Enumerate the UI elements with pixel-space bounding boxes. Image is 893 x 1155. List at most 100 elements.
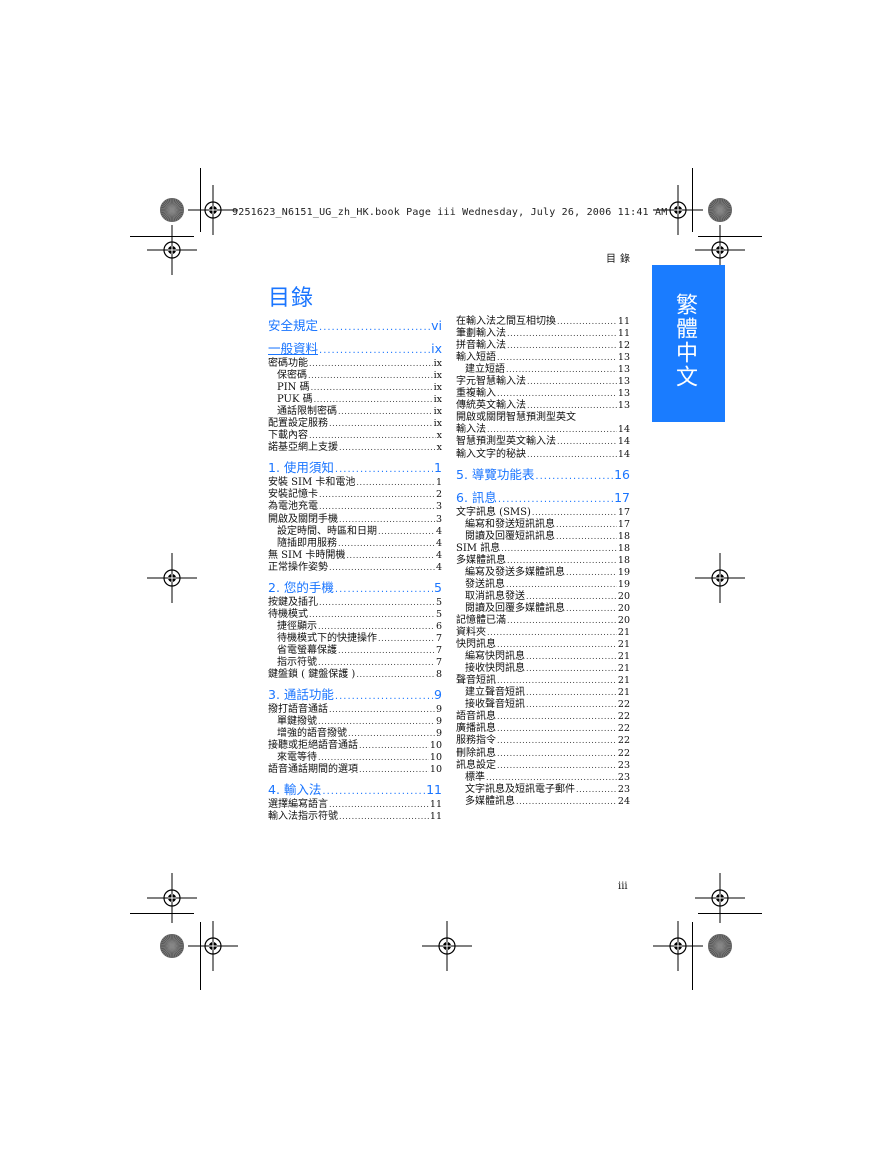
print-info-line: 9251623_N6151_UG_zh_HK.book Page iii Wed… [232, 207, 668, 218]
toc-chapter-link[interactable]: 安全規定vi [268, 316, 442, 335]
toc-entry-link[interactable]: 字元智慧輸入法13 [456, 376, 630, 388]
toc-dot-leader [329, 418, 433, 430]
toc-entry-link[interactable]: 通話限制密碼ix [268, 406, 442, 418]
toc-dot-leader [506, 364, 617, 376]
toc-entry-link[interactable]: 重複輸入13 [456, 388, 630, 400]
toc-page-number: 13 [617, 352, 630, 364]
toc-entry-link[interactable]: 編寫及發送多媒體訊息19 [456, 567, 630, 579]
crop-line [698, 913, 762, 914]
toc-entry-link[interactable]: 在輸入法之間互相切換11 [456, 316, 630, 328]
toc-entry-link[interactable]: 接收快閃訊息21 [456, 663, 630, 675]
toc-entry-link[interactable]: 閱讀及回覆短訊訊息18 [456, 531, 630, 543]
toc-entry-link[interactable]: 鍵盤鎖 ( 鍵盤保護 )8 [268, 669, 442, 681]
toc-entry-link[interactable]: 密碼功能ix [268, 358, 442, 370]
toc-entry-link[interactable]: PIN 碼ix [268, 382, 442, 394]
toc-chapter-link[interactable]: 6. 訊息17 [456, 484, 630, 507]
toc-entry-label: 標準 [465, 771, 485, 783]
toc-entry-link[interactable]: 無 SIM 卡時開機4 [268, 550, 442, 562]
toc-entry-link[interactable]: 接聽或拒絕語音通話10 [268, 740, 442, 752]
toc-entry-link[interactable]: 保密碼ix [268, 370, 442, 382]
toc-entry-link[interactable]: 待機模式5 [268, 609, 442, 621]
toc-page-number: 8 [435, 669, 442, 681]
toc-entry-link[interactable]: 正常操作姿勢4 [268, 562, 442, 574]
toc-entry-link[interactable]: 捷徑顯示6 [268, 621, 442, 633]
toc-entry-link[interactable]: 資料夾21 [456, 627, 630, 639]
toc-entry-link[interactable]: 輸入文字的秘訣14 [456, 449, 630, 461]
toc-entry-link[interactable]: 撥打語音通話9 [268, 704, 442, 716]
toc-dot-leader [556, 531, 617, 543]
toc-entry-link[interactable]: 記憶體已滿20 [456, 615, 630, 627]
toc-entry-label: 刪除訊息 [456, 747, 496, 759]
toc-chapter-link[interactable]: 一般資料ix [268, 335, 442, 358]
toc-entry-link[interactable]: 設定時間、時區和日期4 [268, 526, 442, 538]
toc-entry-label: 配置設定服務 [268, 418, 328, 430]
toc-page-number: 4 [435, 549, 442, 561]
toc-entry-link[interactable]: 開啟及關閉手機3 [268, 514, 442, 526]
toc-entry-link[interactable]: 閱讀及回覆多媒體訊息20 [456, 603, 630, 615]
toc-entry-link[interactable]: 語音通話期間的選項10 [268, 764, 442, 776]
toc-entry-link[interactable]: 標準23 [456, 772, 630, 784]
toc-entry-link[interactable]: 增強的語音撥號9 [268, 728, 442, 740]
toc-entry-link[interactable]: 配置設定服務ix [268, 418, 442, 430]
toc-chapter-link[interactable]: 3. 通話功能9 [268, 681, 442, 704]
toc-entry-link[interactable]: 建立短語13 [456, 364, 630, 376]
toc-entry-link[interactable]: 筆劃輸入法11 [456, 328, 630, 340]
toc-entry-link[interactable]: 諾基亞網上支援x [268, 442, 442, 454]
toc-entry-link[interactable]: 聲音短訊21 [456, 675, 630, 687]
starburst-registration-icon [707, 197, 733, 223]
toc-page-number: 2 [435, 489, 442, 501]
toc-entry-link[interactable]: 服務指令22 [456, 735, 630, 747]
toc-dot-leader [557, 316, 617, 328]
crosshair-registration-icon [695, 553, 745, 603]
toc-entry-link[interactable]: 安裝 SIM 卡和電池1 [268, 477, 442, 489]
toc-entry-link[interactable]: 省電螢幕保護7 [268, 645, 442, 657]
toc-chapter-link[interactable]: 2. 您的手機5 [268, 574, 442, 597]
toc-entry-link[interactable]: 為電池充電3 [268, 501, 442, 513]
crop-line [698, 236, 762, 237]
toc-entry-link[interactable]: 傳統英文輸入法13 [456, 400, 630, 412]
toc-entry-link[interactable]: 指示符號7 [268, 657, 442, 669]
toc-entry-link[interactable]: 廣播訊息22 [456, 723, 630, 735]
toc-entry-label: 編寫及發送多媒體訊息 [465, 566, 565, 578]
toc-chapter-link[interactable]: 1. 使用須知1 [268, 454, 442, 477]
toc-entry-link[interactable]: 文字訊息 (SMS)17 [456, 507, 630, 519]
toc-entry-link[interactable]: 刪除訊息22 [456, 748, 630, 760]
toc-entry-label: 4. 輸入法 [268, 782, 322, 798]
toc-entry-link[interactable]: 下載內容x [268, 430, 442, 442]
toc-entry-link[interactable]: 語音訊息22 [456, 711, 630, 723]
toc-entry-link[interactable]: SIM 訊息18 [456, 543, 630, 555]
toc-chapter-link[interactable]: 4. 輸入法 11 [268, 776, 442, 799]
toc-entry-link[interactable]: 接收聲音短訊22 [456, 699, 630, 711]
toc-entry-link[interactable]: 拼音輸入法12 [456, 340, 630, 352]
toc-entry-link[interactable]: 編寫和發送短訊訊息17 [456, 519, 630, 531]
toc-entry-link[interactable]: 隨插即用服務4 [268, 538, 442, 550]
toc-entry-link[interactable]: 多媒體訊息18 [456, 555, 630, 567]
toc-dot-leader [497, 723, 617, 735]
toc-entry-link[interactable]: 多媒體訊息24 [456, 796, 630, 808]
toc-entry-link[interactable]: 輸入短語13 [456, 352, 630, 364]
toc-dot-leader [338, 538, 435, 550]
toc-entry-link[interactable]: 輸入法指示符號11 [268, 811, 442, 823]
toc-page-number: 11 [426, 782, 442, 798]
toc-page-number: 22 [617, 711, 630, 723]
toc-entry-link[interactable]: 快閃訊息21 [456, 639, 630, 651]
toc-entry-link[interactable]: 待機模式下的快捷操作7 [268, 633, 442, 645]
toc-entry-link[interactable]: 文字訊息及短訊電子郵件23 [456, 784, 630, 796]
toc-entry-link[interactable]: 選擇編寫語言11 [268, 799, 442, 811]
toc-entry-link[interactable]: PUK 碼ix [268, 394, 442, 406]
toc-entry-link[interactable]: 取消訊息發送20 [456, 591, 630, 603]
toc-entry-link[interactable]: 按鍵及插孔5 [268, 597, 442, 609]
toc-entry-link[interactable]: 智慧預測型英文輸入法14 [456, 436, 630, 448]
toc-entry-link[interactable]: 單鍵撥號9 [268, 716, 442, 728]
toc-dot-leader [526, 687, 617, 699]
toc-entry-link[interactable]: 編寫快閃訊息21 [456, 651, 630, 663]
toc-entry-link[interactable]: 安裝記憶卡2 [268, 489, 442, 501]
toc-chapter-link[interactable]: 5. 導覽功能表16 [456, 461, 630, 484]
toc-entry-link[interactable]: 輸入法14 [456, 424, 630, 436]
toc-entry-link[interactable]: 來電等待10 [268, 752, 442, 764]
toc-entry-link[interactable]: 建立聲音短訊21 [456, 687, 630, 699]
toc-page-number: 22 [617, 723, 630, 735]
toc-entry-label: 多媒體訊息 [456, 554, 506, 566]
toc-entry-link[interactable]: 發送訊息19 [456, 579, 630, 591]
toc-entry-link[interactable]: 訊息設定23 [456, 760, 630, 772]
